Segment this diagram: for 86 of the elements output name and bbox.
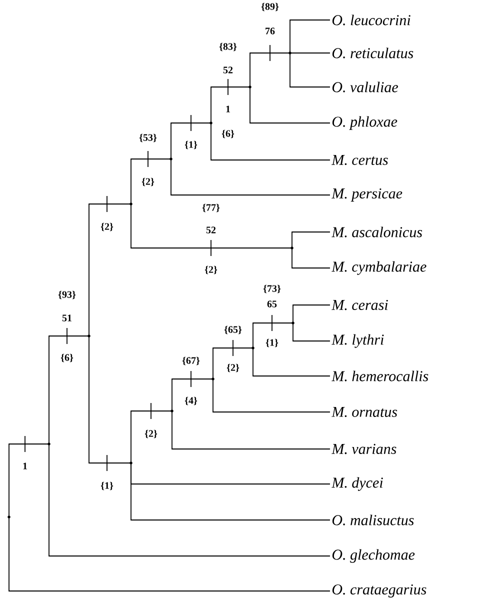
branch-point (252, 346, 254, 350)
support-value: {4} (184, 396, 198, 406)
branch-point (288, 52, 292, 54)
support-value: {53} (139, 134, 157, 142)
support-value: {2} (226, 364, 240, 372)
branch-line (252, 322, 294, 348)
taxon-label: O. valuliae (332, 82, 398, 92)
support-value: 65 (267, 300, 277, 308)
branch-line (88, 336, 132, 464)
support-value: 51 (62, 314, 72, 322)
taxon-label: M. lythri (332, 334, 384, 348)
support-value: 52 (223, 66, 233, 74)
branch-point (130, 462, 132, 464)
branch-point (170, 158, 172, 160)
branch-line (212, 348, 254, 380)
branch-line (172, 378, 214, 412)
support-value: {93} (58, 290, 76, 300)
branch-line (130, 410, 172, 464)
support-value: {73} (263, 284, 281, 294)
support-value: {1} (266, 338, 278, 348)
taxon-label: M. ascalonicus (332, 226, 422, 238)
support-value: {2} (100, 222, 114, 232)
support-value: 1 (226, 106, 230, 112)
branch-line (252, 348, 330, 376)
branch-line (170, 158, 330, 196)
support-value: 76 (266, 28, 275, 34)
taxon-label: M. persicae (332, 188, 402, 202)
branch-point (170, 410, 174, 412)
support-value: {89} (261, 2, 279, 12)
branch-line (292, 248, 330, 268)
support-value: {77} (202, 204, 220, 212)
support-value: {1} (184, 140, 198, 150)
support-value: 1 (23, 462, 27, 470)
support-value: {67} (182, 356, 200, 366)
taxon-label: O. glechomae (332, 549, 415, 563)
taxon-label: O. leucocrini (332, 14, 410, 26)
branch-line (170, 122, 212, 160)
branch-point (292, 322, 294, 324)
branch-line (290, 20, 330, 54)
taxon-label: M. varians (332, 444, 396, 454)
branch-line (48, 336, 90, 444)
branch-line (210, 122, 330, 160)
taxon-label: M. certus (332, 155, 388, 166)
taxon-label: M. cerasi (332, 300, 388, 310)
branch-point (8, 516, 10, 518)
branch-line (290, 52, 330, 54)
branch-line (130, 462, 330, 520)
branch-line (250, 86, 330, 124)
support-value: {65} (224, 326, 242, 334)
branch-point (130, 202, 132, 206)
branch-point (212, 378, 214, 380)
support-value: {6} (222, 130, 234, 138)
branch-point (290, 246, 294, 250)
branch-point (88, 334, 90, 338)
branch-point (48, 442, 50, 446)
branch-point (210, 122, 212, 124)
support-value: {83} (219, 42, 237, 52)
branch-line (172, 410, 330, 450)
support-value: {1} (100, 482, 114, 490)
branch-line (292, 232, 330, 248)
branch-line (292, 322, 330, 342)
taxon-label: M. cymbalariae (332, 261, 426, 275)
support-value: {6} (60, 354, 74, 362)
branch-point (248, 86, 252, 88)
support-value: {2} (204, 266, 218, 274)
branch-line (250, 52, 290, 88)
branch-line (290, 52, 330, 88)
branch-line (130, 158, 172, 204)
taxon-label: M. dycei (332, 477, 383, 491)
taxon-label: O. phloxae (332, 116, 398, 130)
taxon-label: O. reticulatus (332, 48, 414, 58)
taxon-label: O. malisuctus (332, 514, 414, 526)
taxon-label: O. crataegarius (332, 584, 426, 598)
taxon-label: M. hemerocallis (332, 370, 428, 382)
branch-line (8, 516, 330, 592)
branch-line (212, 378, 330, 412)
branch-line (88, 204, 132, 336)
support-value: {2} (144, 430, 158, 438)
branch-line (130, 204, 292, 248)
branch-line (210, 86, 250, 124)
taxon-label: M. ornatus (332, 407, 398, 418)
support-value: 52 (206, 226, 216, 234)
support-value: {2} (142, 178, 154, 186)
branch-line (48, 444, 330, 556)
branch-line (292, 304, 330, 324)
branch-line (8, 444, 50, 518)
